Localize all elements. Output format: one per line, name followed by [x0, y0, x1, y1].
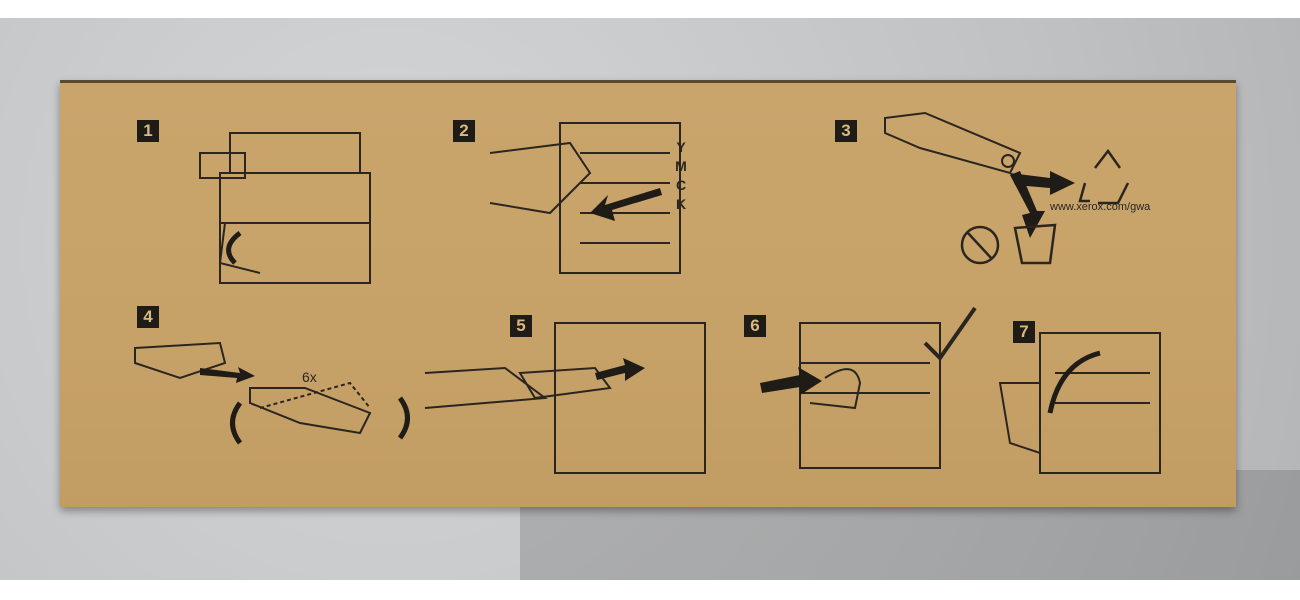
step-5-badge: 5: [510, 315, 532, 337]
toner-label-m: M: [675, 158, 687, 174]
remove-toner-illustration: [489, 122, 681, 274]
step-4-badge: 4: [137, 306, 159, 328]
shake-cartridge-illustration: [134, 341, 410, 445]
toner-label-c: C: [675, 177, 687, 193]
printer-open-door-illustration: [199, 132, 371, 284]
insert-toner-illustration: [424, 322, 706, 474]
recycle-cartridge-illustration: [884, 111, 1130, 265]
toner-label-y: Y: [676, 139, 686, 155]
recycle-url: www.xerox.com/gwa: [1050, 201, 1151, 213]
step-2-badge: 2: [453, 120, 475, 142]
shake-count: 6x: [302, 369, 317, 385]
toner-box: 1 2 Y M C K 3 www.xerox: [60, 80, 1236, 507]
step-3-badge: 3: [835, 120, 857, 142]
step-7-badge: 7: [1013, 321, 1035, 343]
step-6-badge: 6: [744, 315, 766, 337]
step-1-badge: 1: [137, 120, 159, 142]
push-toner-illustration: [760, 306, 977, 469]
close-door-illustration: [998, 332, 1161, 474]
toner-label-k: K: [675, 196, 687, 212]
toner-color-labels: Y M C K: [674, 138, 688, 214]
